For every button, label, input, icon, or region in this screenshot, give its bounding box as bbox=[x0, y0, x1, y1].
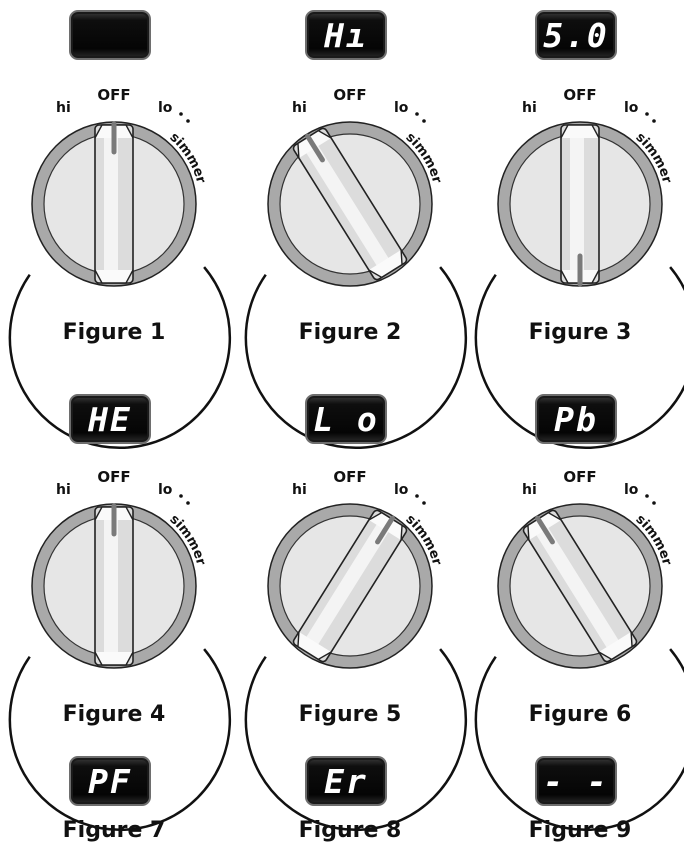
display-readout: PF bbox=[88, 761, 132, 801]
dial-label-off: OFF bbox=[333, 468, 366, 486]
display-readout: Hı bbox=[324, 15, 368, 55]
dial-dot bbox=[415, 112, 419, 116]
dial-label-hi: hi bbox=[522, 482, 537, 498]
dial-label-lo: lo bbox=[624, 100, 639, 116]
dial-dot bbox=[186, 501, 190, 505]
dial-range-arc bbox=[474, 648, 684, 832]
display-readout: HE bbox=[88, 399, 132, 439]
display-panel: Er bbox=[305, 756, 387, 806]
display-readout: L o bbox=[313, 399, 379, 439]
dial-label-off: OFF bbox=[563, 86, 596, 104]
display-panel: PF bbox=[69, 756, 151, 806]
figure-caption: Figure 6 bbox=[528, 702, 632, 727]
dial-dot bbox=[415, 494, 419, 498]
dial-label-lo: lo bbox=[158, 482, 173, 498]
dial-label-off: OFF bbox=[563, 468, 596, 486]
knob-indicator-mark bbox=[375, 515, 395, 545]
dial-label-off: OFF bbox=[97, 468, 130, 486]
display-readout: Er bbox=[324, 761, 368, 801]
dial-dot bbox=[179, 112, 183, 116]
dial-range-arc bbox=[8, 266, 232, 450]
figure-caption: Figure 4 bbox=[62, 702, 166, 727]
dial-dot bbox=[645, 494, 649, 498]
dial-range-arc bbox=[244, 266, 468, 450]
knob-indicator-mark bbox=[535, 515, 555, 545]
figure-caption: Figure 5 bbox=[298, 702, 402, 727]
dial-label-lo: lo bbox=[394, 482, 409, 498]
display-panel: - - bbox=[535, 756, 617, 806]
knob-handle[interactable] bbox=[560, 124, 600, 287]
dial-range-arc bbox=[8, 648, 232, 832]
dial-label-hi: hi bbox=[56, 100, 71, 116]
display-readout: Pb bbox=[554, 399, 598, 439]
dial-label-hi: hi bbox=[522, 100, 537, 116]
figure-caption: Figure 1 bbox=[62, 320, 166, 345]
dial-label-off: OFF bbox=[97, 86, 130, 104]
figure-caption: Figure 2 bbox=[298, 320, 402, 345]
dial-dot bbox=[179, 494, 183, 498]
dial-label-hi: hi bbox=[56, 482, 71, 498]
display-panel: HE bbox=[69, 394, 151, 444]
dial-label-off: OFF bbox=[333, 86, 366, 104]
dial-label-hi: hi bbox=[292, 482, 307, 498]
figure-caption: Figure 9 bbox=[528, 818, 632, 843]
figure-caption: Figure 3 bbox=[528, 320, 632, 345]
dial-dot bbox=[652, 501, 656, 505]
dial-range-arc bbox=[474, 266, 684, 450]
dial-dot bbox=[645, 112, 649, 116]
dial-label-lo: lo bbox=[158, 100, 173, 116]
dial-dot bbox=[422, 119, 426, 123]
display-readout: 5.0 bbox=[543, 15, 609, 55]
dial-dot bbox=[652, 119, 656, 123]
knob-handle[interactable] bbox=[291, 126, 408, 281]
knob-handle[interactable] bbox=[94, 121, 134, 284]
figure-caption: Figure 8 bbox=[298, 818, 402, 843]
display-panel: Pb bbox=[535, 394, 617, 444]
display-panel: Hı bbox=[305, 10, 387, 60]
dial-label-lo: lo bbox=[394, 100, 409, 116]
dial-dot bbox=[186, 119, 190, 123]
display-panel: 5.0 bbox=[535, 10, 617, 60]
display-panel bbox=[69, 10, 151, 60]
knob-handle[interactable] bbox=[292, 508, 408, 663]
display-panel: L o bbox=[305, 394, 387, 444]
figure-caption: Figure 7 bbox=[62, 818, 166, 843]
knob-handle[interactable] bbox=[521, 508, 638, 663]
knob-handle[interactable] bbox=[94, 503, 134, 666]
dial-label-hi: hi bbox=[292, 100, 307, 116]
knob-indicator-mark bbox=[305, 133, 325, 163]
dial-label-lo: lo bbox=[624, 482, 639, 498]
dial-dot bbox=[422, 501, 426, 505]
dial-range-arc bbox=[244, 648, 468, 832]
display-readout: - - bbox=[543, 761, 609, 801]
